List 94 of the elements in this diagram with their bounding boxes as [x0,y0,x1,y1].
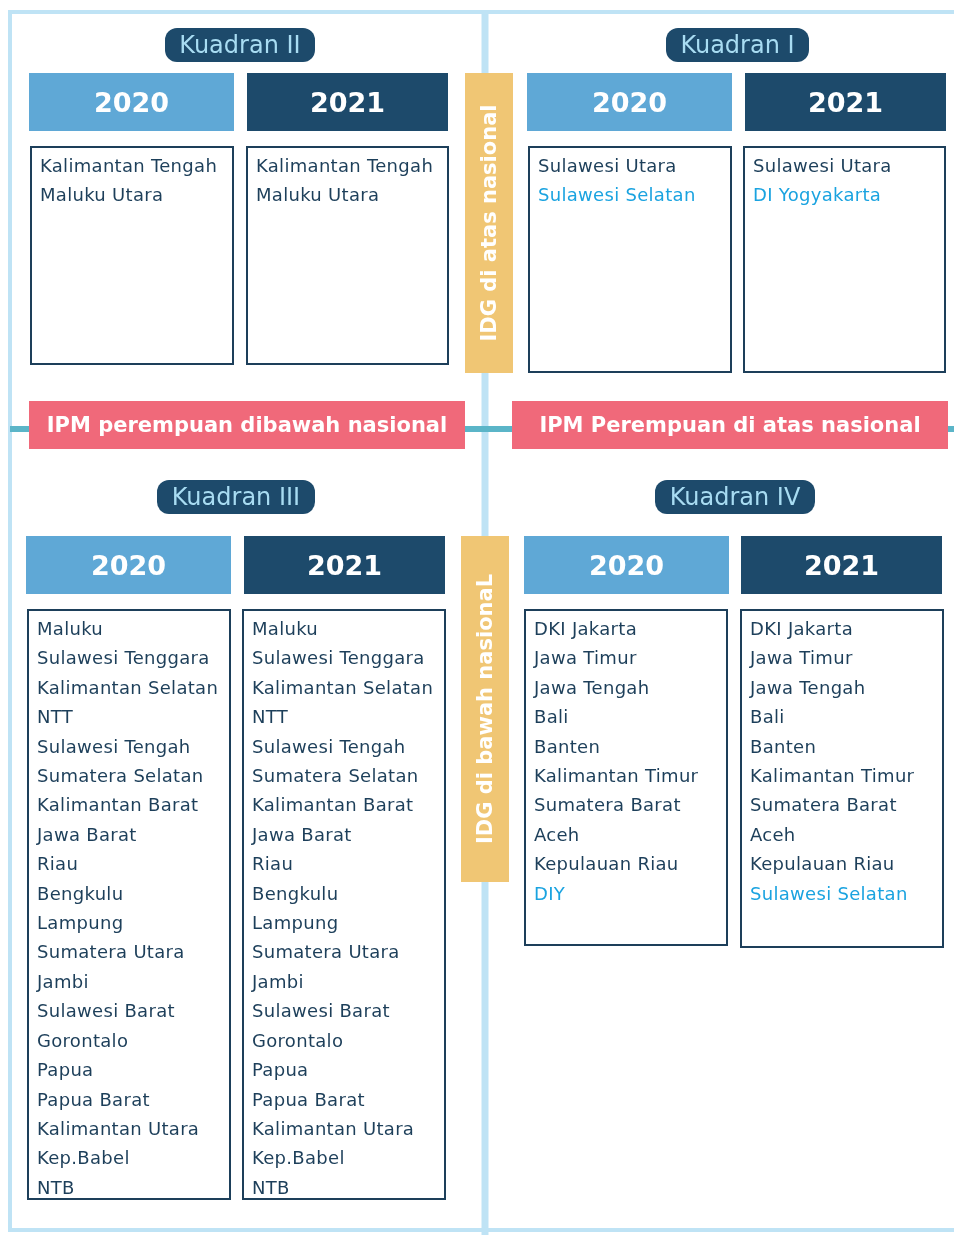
axis-label: IDG di atas nasional [477,104,501,342]
province-name: Kalimantan Tengah [256,154,435,178]
province-name: DI Yogyakarta [753,183,883,208]
province-name: Jawa Tengah [534,675,651,700]
province-list [27,609,231,1200]
province-name: Bengkulu [252,881,340,906]
axis-label-band [465,73,513,373]
year-header: 2021 [741,536,942,594]
province-name: Jawa Barat [252,822,353,847]
province-name: Kalimantan Timur [750,764,916,789]
province-name: Sumatera Selatan [37,764,205,789]
province-name: Sulawesi Tengah [37,734,192,759]
year-header: 2020 [527,73,732,131]
province-name: Kalimantan Utara [37,1116,201,1141]
province-name: Jawa Timur [534,646,638,671]
province-name: Maluku Utara [40,183,165,208]
province-name: NTT [252,705,290,730]
province-name: Jawa Barat [37,822,138,847]
province-name: Sulawesi Barat [37,999,176,1024]
province-name: Sumatera Barat [750,793,898,818]
province-name: Maluku [37,617,105,641]
quadrant-title: Kuadran III [157,480,315,514]
year-header: 2021 [244,536,445,594]
axis-label-banner: IPM perempuan dibawah nasional [29,401,465,449]
province-name: Sumatera Barat [534,793,682,818]
year-header: 2021 [745,73,946,131]
province-name: Sumatera Selatan [252,764,420,789]
province-name: Sumatera Utara [37,940,186,965]
province-name: DIY [534,881,567,906]
year-header: 2020 [26,536,231,594]
province-name: Jambi [252,969,305,994]
province-name: Papua [37,1058,95,1083]
province-name: Sumatera Utara [252,940,401,965]
province-name: Gorontalo [37,1028,130,1053]
province-name: Jambi [37,969,90,994]
province-name: Riau [252,852,295,877]
province-name: Maluku [252,617,320,641]
province-name: Kep.Babel [252,1146,346,1171]
province-name: Kepulauan Riau [534,852,680,877]
province-name: Sulawesi Tengah [252,734,407,759]
province-name: Kalimantan Barat [252,793,415,818]
province-name: Kalimantan Barat [37,793,200,818]
province-name: Kalimantan Selatan [37,675,220,700]
province-name: Lampung [37,911,125,936]
province-name: DKI Jakarta [534,617,638,641]
province-name: Kalimantan Utara [252,1116,416,1141]
province-name: DKI Jakarta [750,617,854,641]
province-name: Maluku Utara [256,183,381,208]
province-list [242,609,446,1200]
province-name: Aceh [534,822,581,847]
province-name: NTB [37,1175,76,1200]
province-name: Bali [750,705,786,730]
province-name: Kalimantan Tengah [40,154,219,178]
province-list [743,146,946,373]
province-name: Sulawesi Utara [753,154,893,178]
province-name: Sulawesi Barat [252,999,391,1024]
province-name: Bali [534,705,570,730]
province-name: Sulawesi Tenggara [252,646,426,671]
province-name: Sulawesi Utara [538,154,678,178]
axis-label: IDG di bawah nasionaL [473,573,497,845]
province-name: Aceh [750,822,797,847]
province-name: Banten [750,734,818,759]
quadrant-title: Kuadran I [666,28,809,62]
province-list [528,146,732,373]
year-header: 2020 [29,73,234,131]
province-name: Gorontalo [252,1028,345,1053]
axis-label-banner: IPM Perempuan di atas nasional [512,401,948,449]
province-name: Bengkulu [37,881,125,906]
quadrant-title: Kuadran IV [655,480,815,514]
province-name: Lampung [252,911,340,936]
province-name: NTB [252,1175,291,1200]
province-name: Kalimantan Selatan [252,675,435,700]
province-name: Kalimantan Timur [534,764,700,789]
province-name: Jawa Tengah [750,675,867,700]
province-name: Papua Barat [252,1087,366,1112]
province-name: Papua [252,1058,310,1083]
quadrant-title: Kuadran II [165,28,315,62]
province-name: Sulawesi Selatan [538,183,697,208]
province-list [740,609,944,948]
province-name: Riau [37,852,80,877]
axis-label-band [461,536,509,882]
province-list [524,609,728,946]
province-name: Papua Barat [37,1087,151,1112]
province-name: Sulawesi Selatan [750,881,909,906]
province-name: Kep.Babel [37,1146,131,1171]
province-name: Jawa Timur [750,646,854,671]
province-list [30,146,234,365]
province-list [246,146,449,365]
year-header: 2020 [524,536,729,594]
province-name: NTT [37,705,75,730]
year-header: 2021 [247,73,448,131]
province-name: Kepulauan Riau [750,852,896,877]
province-name: Banten [534,734,602,759]
province-name: Sulawesi Tenggara [37,646,211,671]
